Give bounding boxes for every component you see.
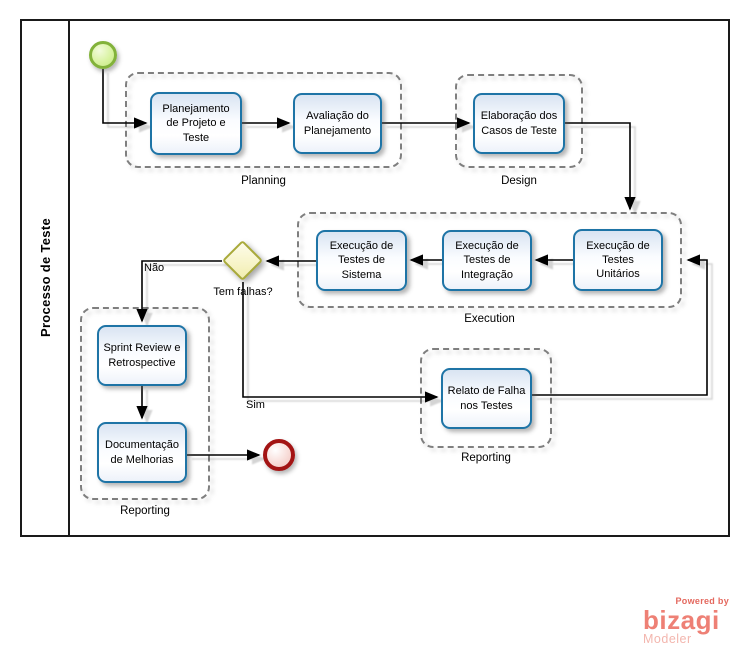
- flow-label-sim: Sim: [246, 399, 265, 411]
- gateway-label: Tem falhas?: [213, 286, 273, 298]
- task-avaliacao-do-planejamento[interactable]: Avaliação do Planejamento: [293, 93, 382, 154]
- task-sprint-review-retrospective[interactable]: Sprint Review e Retrospective: [97, 325, 187, 386]
- task-execucao-testes-sistema[interactable]: Execução de Testes de Sistema: [316, 230, 407, 291]
- group-label-design: Design: [501, 175, 537, 187]
- group-reporting-right[interactable]: [420, 348, 552, 448]
- task-label: Sprint Review e Retrospective: [103, 342, 181, 369]
- pool-label: Processo de Teste: [37, 218, 53, 338]
- group-label-reporting-left: Reporting: [120, 505, 170, 517]
- powered-by-text: Powered by: [675, 596, 729, 606]
- task-label: Execução de Testes de Sistema: [329, 240, 394, 281]
- gateway-diamond-icon: [221, 239, 264, 282]
- modeler-text: Modeler: [643, 632, 692, 646]
- task-label: Planejamento de Projeto e Teste: [162, 103, 230, 144]
- pool-label-band[interactable]: Processo de Teste: [20, 19, 70, 537]
- group-label-reporting-right: Reporting: [461, 452, 511, 464]
- task-label: Execução de Testes de Integração: [455, 240, 519, 281]
- task-label: Elaboração dos Casos de Teste: [480, 110, 558, 137]
- group-label-planning: Planning: [241, 175, 286, 187]
- bizagi-logo: bizagi: [643, 605, 720, 635]
- flow-label-nao: Não: [144, 262, 165, 274]
- task-label: Relato de Falha nos Testes: [447, 385, 526, 412]
- gateway-tem-falhas[interactable]: [221, 239, 264, 282]
- task-label: Execução de Testes Unitários: [586, 239, 650, 281]
- task-execucao-testes-integracao[interactable]: Execução de Testes de Integração: [442, 230, 532, 291]
- task-relato-de-falha-nos-testes[interactable]: Relato de Falha nos Testes: [441, 368, 532, 429]
- end-event[interactable]: [263, 439, 295, 471]
- bizagi-branding: Powered by bizagi Modeler: [643, 597, 729, 646]
- task-execucao-testes-unitarios[interactable]: Execução de Testes Unitários: [573, 229, 663, 291]
- task-label: Documentação de Melhorias: [105, 439, 179, 466]
- task-elaboracao-dos-casos-de-teste[interactable]: Elaboração dos Casos de Teste: [473, 93, 565, 154]
- task-label: Avaliação do Planejamento: [303, 110, 372, 137]
- start-event[interactable]: [89, 41, 117, 69]
- group-design[interactable]: [455, 74, 583, 168]
- task-documentacao-de-melhorias[interactable]: Documentação de Melhorias: [97, 422, 187, 483]
- task-planejamento-de-projeto-e-teste[interactable]: Planejamento de Projeto e Teste: [150, 92, 242, 155]
- group-label-execution: Execution: [464, 313, 515, 325]
